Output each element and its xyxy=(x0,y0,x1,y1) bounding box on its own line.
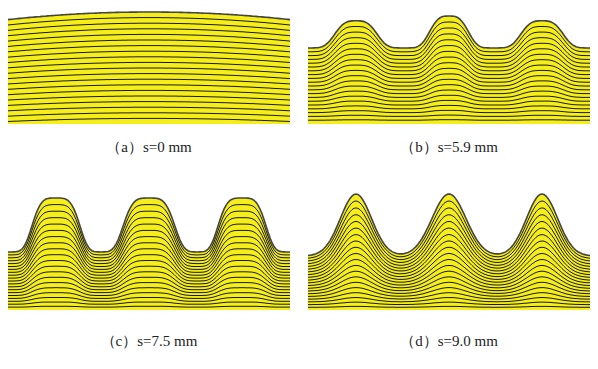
layer-line xyxy=(8,68,290,73)
layer-line xyxy=(308,110,590,112)
layer-line xyxy=(8,237,290,270)
layer-line xyxy=(8,205,290,255)
layer-line xyxy=(308,68,590,82)
layer-line xyxy=(8,107,290,111)
layer-line xyxy=(308,298,590,302)
layer-line xyxy=(8,302,290,304)
layer-fill xyxy=(308,194,590,310)
layer-line xyxy=(308,115,590,116)
layer-fill xyxy=(8,198,290,310)
panel-caption: （c）s=7.5 mm xyxy=(8,332,290,351)
layer-line xyxy=(308,215,590,264)
layer-line xyxy=(8,198,290,252)
layer-line xyxy=(8,90,290,94)
strata-panel xyxy=(308,188,590,310)
strata-panel xyxy=(308,2,590,124)
layer-line xyxy=(8,57,290,63)
panel-caption: （a）s=0 mm xyxy=(8,138,290,157)
layer-line xyxy=(308,46,590,67)
layer-line xyxy=(8,12,290,20)
strata-panel xyxy=(8,2,290,124)
layer-line xyxy=(308,34,590,60)
layer-line xyxy=(8,261,290,282)
layer-fill xyxy=(8,12,290,124)
layer-line xyxy=(8,74,290,79)
layer-line xyxy=(308,119,590,121)
layer-line xyxy=(8,118,290,121)
layer-line xyxy=(8,288,290,296)
layer-line xyxy=(308,74,590,86)
panel-caption: （b）s=5.9 mm xyxy=(308,138,590,157)
layer-fill xyxy=(308,16,590,124)
layer-line xyxy=(8,23,290,30)
layer-line xyxy=(8,85,290,90)
layer-line xyxy=(308,288,590,297)
strata-panel xyxy=(8,188,290,310)
layer-line xyxy=(8,79,290,84)
layer-line xyxy=(308,271,590,288)
layer-line xyxy=(308,22,590,52)
layer-line xyxy=(8,102,290,106)
layer-line xyxy=(308,100,590,105)
layer-line xyxy=(8,249,290,275)
layer-line xyxy=(308,277,590,291)
layer-line xyxy=(8,18,290,25)
layer-line xyxy=(308,241,590,275)
layer-line xyxy=(308,306,590,308)
layer-line xyxy=(8,62,290,68)
layer-line xyxy=(8,113,290,116)
layer-line xyxy=(308,105,590,108)
layer-line xyxy=(308,302,590,305)
layer-line xyxy=(308,85,590,94)
layer-line xyxy=(8,298,290,302)
layer-line xyxy=(8,272,290,287)
panel-caption: （d）s=9.0 mm xyxy=(308,332,590,351)
layer-line xyxy=(8,306,290,308)
layer-line xyxy=(8,266,290,284)
layer-line xyxy=(8,243,290,272)
layer-line xyxy=(308,57,590,75)
layer-line xyxy=(8,96,290,100)
